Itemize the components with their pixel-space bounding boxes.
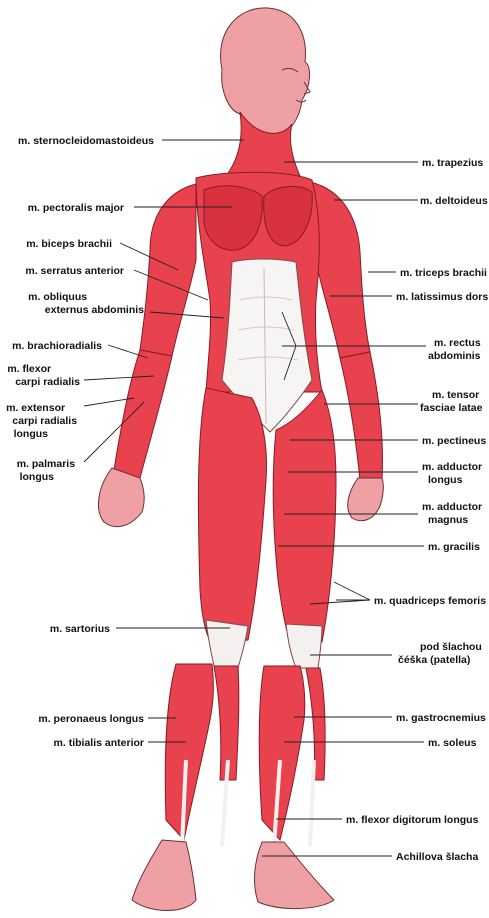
label-triceps-brachii: m. triceps brachii [400,267,487,279]
left-hand [98,468,144,527]
left-forearm [114,350,172,478]
label-serratus-anterior: m. serratus anterior [25,265,124,277]
right-knee [286,624,322,668]
label-biceps-brachii: m. biceps brachii [26,238,112,250]
left-foot [132,840,196,911]
label-obliquus-externus: m. obliquus externus abdominis [28,291,144,316]
label-trapezius: m. trapezius [422,157,483,169]
label-flexor-digitorum-longus: m. flexor digitorum longus [346,814,479,826]
right-upper-arm [310,182,370,358]
label-extensor-carpi-radialis: m. extensor carpi radialis longus [6,402,80,440]
right-lower-leg [259,666,325,840]
label-sartorius: m. sartorius [50,623,110,635]
right-forearm [340,352,383,480]
label-peronaeus-longus: m. peronaeus longus [38,713,144,725]
left-upper-arm [140,184,196,356]
label-sternocleidomastoideus: m. sternocleidomastoideus [18,135,154,147]
label-gastrocnemius: m. gastrocnemius [396,712,486,724]
head [221,8,310,140]
left-knee [206,620,248,668]
label-pectineus: m. pectineus [422,435,486,447]
label-brachioradialis: m. brachioradialis [12,340,102,352]
right-thigh [273,390,336,642]
label-gracilis: m. gracilis [428,541,480,553]
label-palmaris-longus: m. palmaris longus [17,458,78,483]
label-adductor-magnus: m. adductor magnus [422,501,485,526]
left-thigh [198,388,266,644]
right-foot [255,842,334,909]
label-tensor-fasciae-latae: m. tensor fasciae latae [420,389,483,414]
label-tibialis-anterior: m. tibialis anterior [54,737,144,749]
label-quadriceps-femoris: m. quadriceps femoris [374,595,486,607]
label-adductor-longus: m. adductor longus [422,461,485,486]
label-patella: pod šlachou čéška (patella) [398,641,485,666]
label-deltoideus: m. deltoideus [420,195,488,207]
label-pectoralis-major: m. pectoralis major [28,202,124,214]
left-lower-leg [165,664,239,840]
label-latissimus-dorsi: m. latissimus dorsi [396,291,489,303]
label-rectus-abdominis: m. rectus abdominis [428,337,484,362]
label-achillova-slacha: Achillova šlacha [396,851,478,863]
label-flexor-carpi-radialis: m. flexor carpi radialis [7,363,80,388]
leader-quadriceps-up [334,582,370,600]
label-soleus: m. soleus [428,737,477,749]
